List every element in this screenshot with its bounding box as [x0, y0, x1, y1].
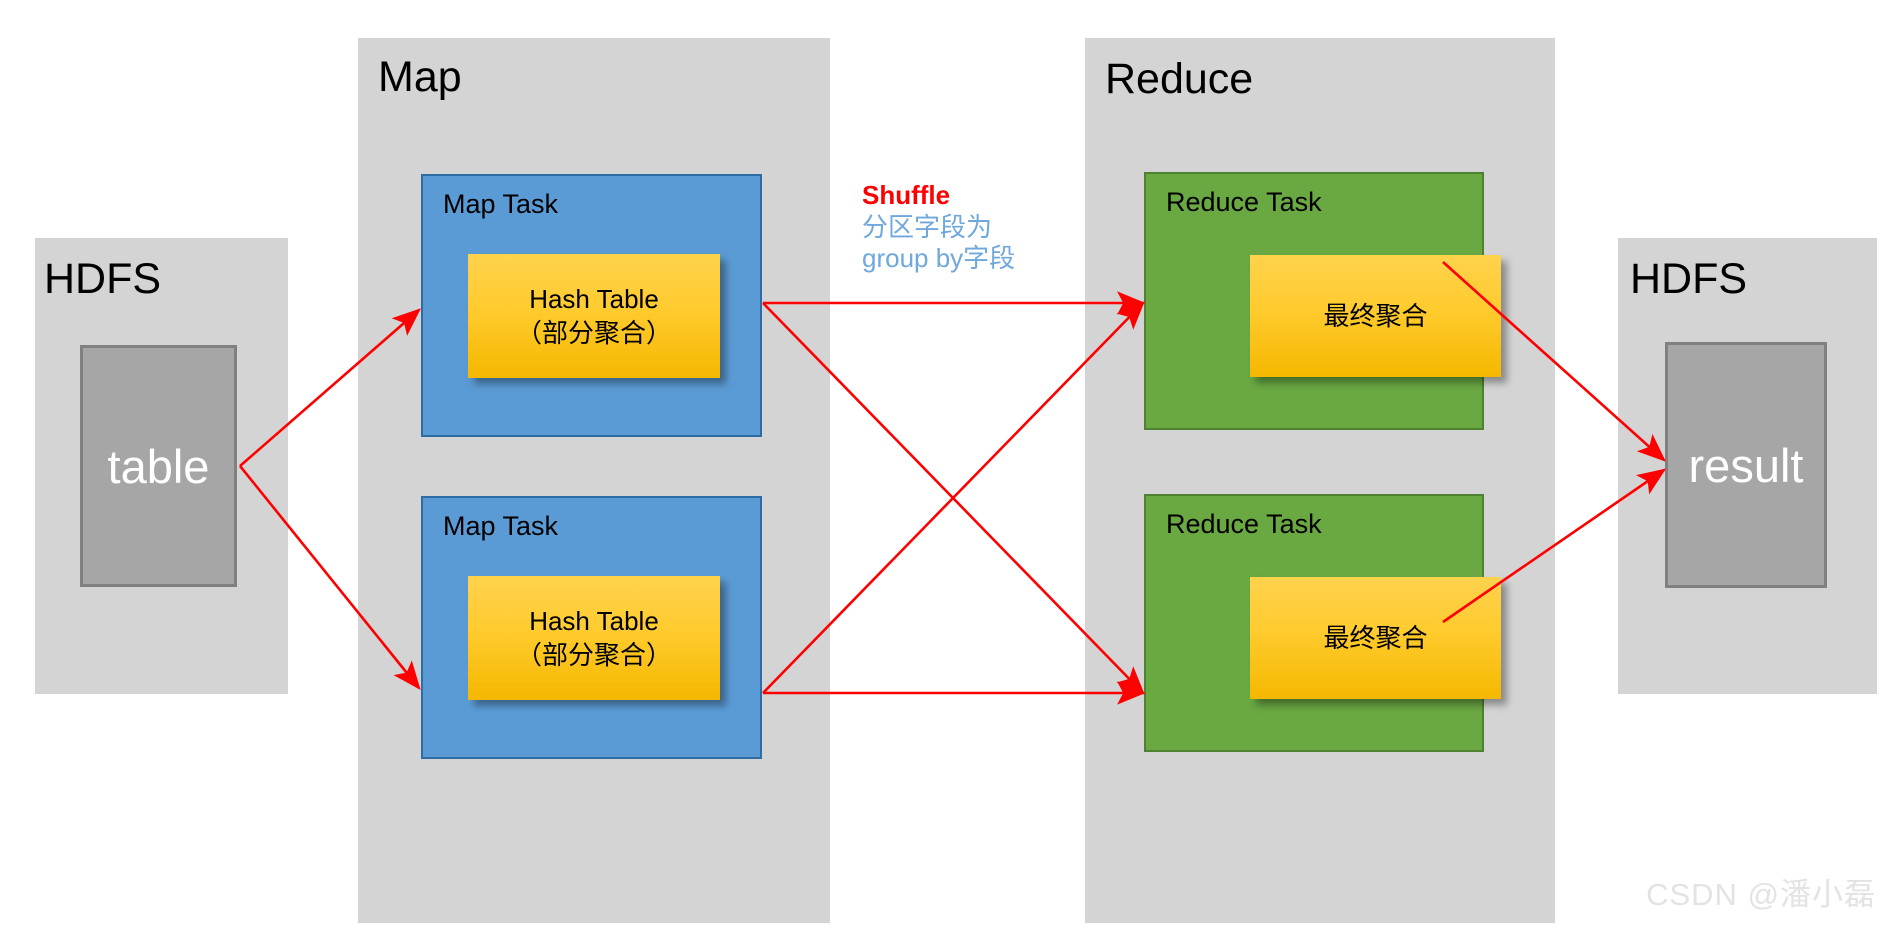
shuffle-annotation: Shuffle 分区字段为 group by字段 — [862, 180, 1015, 275]
map-task-1[interactable]: Map Task Hash Table （部分聚合） — [421, 174, 762, 437]
map-task-1-hash-table[interactable]: Hash Table （部分聚合） — [468, 254, 720, 378]
hdfs-sink-title: HDFS — [1630, 255, 1748, 303]
reduce-task-2-final-agg-label: 最终聚合 — [1323, 622, 1428, 653]
map-task-2-hash-table-line1: Hash Table — [529, 605, 659, 636]
map-panel: Map Map Task Hash Table （部分聚合） Map Task … — [358, 38, 830, 923]
reduce-task-1-final-agg[interactable]: 最终聚合 — [1250, 255, 1501, 377]
table-label: table — [107, 439, 210, 493]
reduce-panel: Reduce Reduce Task 最终聚合 Reduce Task 最终聚合 — [1085, 38, 1555, 923]
result-box[interactable]: result — [1665, 342, 1827, 588]
map-task-2[interactable]: Map Task Hash Table （部分聚合） — [421, 496, 762, 759]
hdfs-source-title: HDFS — [44, 255, 162, 303]
reduce-panel-title: Reduce — [1105, 55, 1254, 103]
reduce-task-1[interactable]: Reduce Task 最终聚合 — [1144, 172, 1501, 430]
map-task-2-hash-table-line2: （部分聚合） — [515, 640, 672, 670]
reduce-task-1-final-agg-label: 最终聚合 — [1323, 300, 1428, 331]
reduce-task-2-final-agg[interactable]: 最终聚合 — [1250, 577, 1501, 699]
shuffle-line-2: group by字段 — [862, 243, 1016, 274]
hdfs-sink-panel: HDFS result — [1618, 238, 1877, 694]
map-panel-title: Map — [378, 53, 462, 101]
reduce-task-2-label: Reduce Task — [1166, 509, 1322, 539]
map-task-1-hash-table-line1: Hash Table — [529, 283, 659, 314]
hdfs-source-panel: HDFS table — [35, 238, 288, 694]
map-task-2-label: Map Task — [443, 511, 559, 541]
table-box[interactable]: table — [80, 345, 237, 587]
reduce-task-2[interactable]: Reduce Task 最终聚合 — [1144, 494, 1501, 752]
shuffle-line-1: 分区字段为 — [862, 211, 993, 242]
shuffle-title: Shuffle — [862, 180, 951, 210]
reduce-task-1-label: Reduce Task — [1166, 187, 1322, 217]
map-task-2-hash-table[interactable]: Hash Table （部分聚合） — [468, 576, 720, 700]
map-task-1-hash-table-line2: （部分聚合） — [515, 318, 672, 348]
csdn-watermark: CSDN @潘小磊 — [1646, 877, 1876, 912]
map-task-1-label: Map Task — [443, 189, 559, 219]
result-label: result — [1688, 438, 1804, 492]
